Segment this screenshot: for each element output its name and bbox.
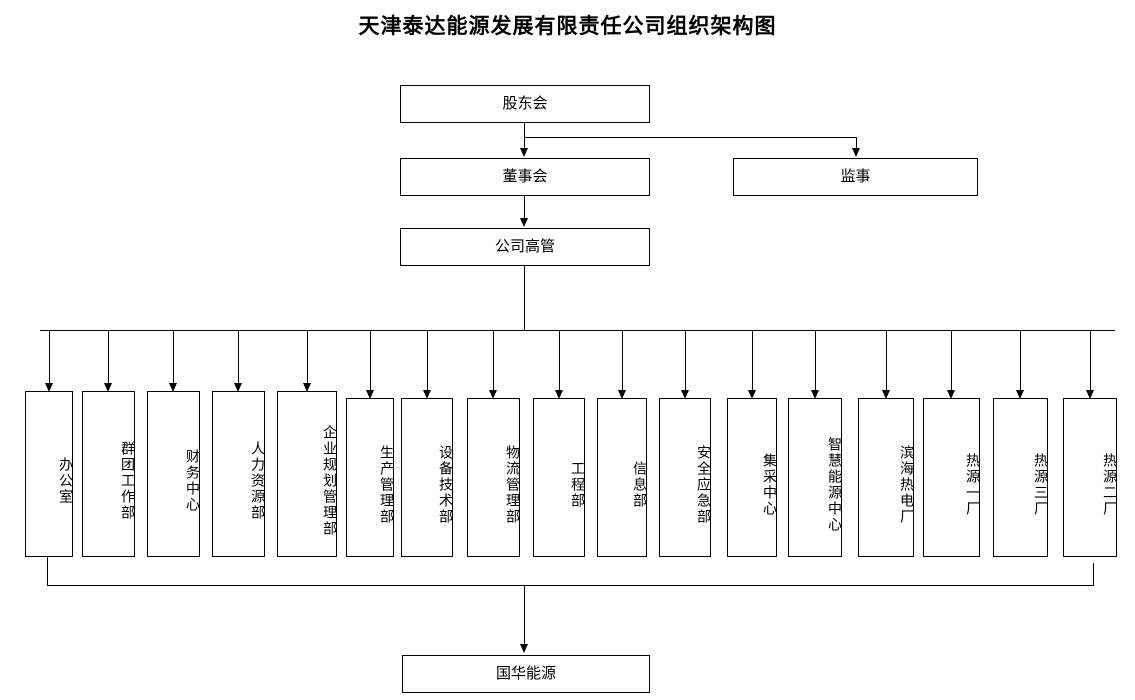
page-title: 天津泰达能源发展有限责任公司组织架构图	[358, 13, 777, 38]
arrowhead-dept-16	[1016, 390, 1024, 399]
dept-box-2[interactable]: 群团工作部	[82, 391, 135, 557]
dept-box-5[interactable]: 企业规划管理部	[277, 391, 337, 557]
arrowhead-dept-6	[365, 390, 374, 399]
arrowhead-dept-8	[489, 390, 497, 399]
dept-label: 信息部	[631, 460, 647, 509]
connector-rightmost-dept-down	[1093, 563, 1094, 585]
dept-label: 热源一厂	[964, 452, 980, 517]
dept-label: 群团工作部	[119, 441, 135, 521]
arrowhead-dept-17	[1085, 390, 1094, 399]
dept-box-10[interactable]: 信息部	[597, 398, 647, 557]
dept-box-15[interactable]: 热源一厂	[923, 398, 980, 557]
connector-bus-to-dept-4	[238, 330, 239, 385]
arrowhead-dept-11	[680, 390, 689, 399]
arrowhead-dept-5	[302, 383, 311, 392]
dept-box-9[interactable]: 工程部	[533, 398, 585, 557]
dept-label: 人力资源部	[249, 441, 265, 521]
arrowhead-executives	[520, 218, 528, 227]
dept-box-1[interactable]: 办公室	[25, 391, 73, 557]
arrowhead-dept-13	[810, 390, 819, 399]
dept-box-3[interactable]: 财务中心	[147, 391, 200, 557]
connector-bus-to-dept-7	[426, 330, 428, 392]
dept-label: 财务中心	[184, 449, 200, 513]
arrowhead-dept-1	[44, 383, 53, 392]
connector-board-to-executives	[524, 196, 525, 219]
node-executives[interactable]: 公司高管	[400, 228, 650, 266]
connector-bus-to-dept-3	[173, 330, 174, 385]
arrowhead-dept-14	[881, 390, 890, 399]
arrowhead-board	[520, 148, 528, 157]
connector-bus-to-dept-8	[493, 330, 494, 392]
connector-bus-to-dept-14	[885, 330, 887, 392]
dept-box-14[interactable]: 滨海热电厂	[858, 398, 914, 557]
subsidiary-bus-line	[47, 585, 1094, 586]
arrowhead-dept-15	[947, 390, 955, 399]
dept-label: 工程部	[569, 460, 585, 509]
connector-shareholders-to-board	[524, 123, 525, 149]
arrowhead-dept-9	[554, 390, 563, 399]
connector-shareholders-to-supervisor-horizontal	[524, 137, 856, 138]
dept-box-17[interactable]: 热源二厂	[1063, 398, 1117, 557]
connector-bus-to-dept-9	[558, 330, 560, 392]
dept-label: 办公室	[57, 457, 73, 505]
dept-box-4[interactable]: 人力资源部	[212, 391, 265, 557]
arrowhead-dept-2	[104, 383, 112, 392]
connector-bus-to-dept-2	[108, 330, 109, 385]
connector-bus-to-dept-10	[621, 330, 623, 392]
arrowhead-supervisor	[852, 148, 860, 157]
connector-bus-to-subsidiary	[524, 585, 525, 645]
dept-box-16[interactable]: 热源三厂	[993, 398, 1048, 557]
dept-label: 物流管理部	[504, 444, 520, 525]
connector-bus-to-dept-13	[814, 330, 816, 392]
dept-label: 安全应急部	[695, 444, 711, 525]
dept-box-6[interactable]: 生产管理部	[346, 398, 394, 557]
dept-box-12[interactable]: 集采中心	[727, 398, 777, 557]
connector-bus-to-dept-1	[48, 330, 50, 385]
arrowhead-dept-4	[234, 383, 242, 392]
dept-label: 热源三厂	[1032, 452, 1048, 517]
connector-bus-to-dept-16	[1020, 330, 1021, 392]
dept-label: 热源二厂	[1101, 452, 1117, 517]
dept-box-11[interactable]: 安全应急部	[659, 398, 711, 557]
dept-label: 生产管理部	[378, 444, 394, 525]
arrowhead-subsidiary	[520, 644, 528, 653]
connector-bus-to-dept-6	[369, 330, 371, 392]
dept-label: 滨海热电厂	[898, 444, 914, 525]
connector-bus-to-dept-17	[1089, 330, 1091, 392]
dept-label: 设备技术部	[437, 444, 453, 525]
node-shareholders[interactable]: 股东会	[400, 85, 650, 123]
department-bus-line	[40, 330, 1115, 331]
connector-bus-to-dept-11	[684, 330, 686, 392]
dept-label: 集采中心	[761, 452, 777, 517]
connector-shareholders-to-supervisor-vertical	[856, 137, 857, 149]
arrowhead-dept-10	[617, 390, 626, 399]
dept-box-7[interactable]: 设备技术部	[401, 398, 453, 557]
arrowhead-dept-12	[747, 390, 756, 399]
connector-bus-to-dept-12	[751, 330, 753, 392]
connector-bus-to-dept-15	[951, 330, 952, 392]
node-supervisor[interactable]: 监事	[733, 158, 978, 196]
dept-label: 智慧能源中心	[826, 436, 842, 533]
connector-executives-to-bus	[524, 266, 525, 330]
dept-label: 企业规划管理部	[321, 425, 337, 537]
connector-bus-to-dept-5	[306, 330, 308, 385]
dept-box-13[interactable]: 智慧能源中心	[788, 398, 842, 557]
arrowhead-dept-3	[169, 383, 177, 392]
connector-leftmost-dept-down	[47, 557, 48, 585]
node-board-of-directors[interactable]: 董事会	[400, 158, 650, 196]
arrowhead-dept-7	[422, 390, 431, 399]
dept-box-8[interactable]: 物流管理部	[467, 398, 520, 557]
node-subsidiary-guohua-energy[interactable]: 国华能源	[402, 655, 650, 693]
